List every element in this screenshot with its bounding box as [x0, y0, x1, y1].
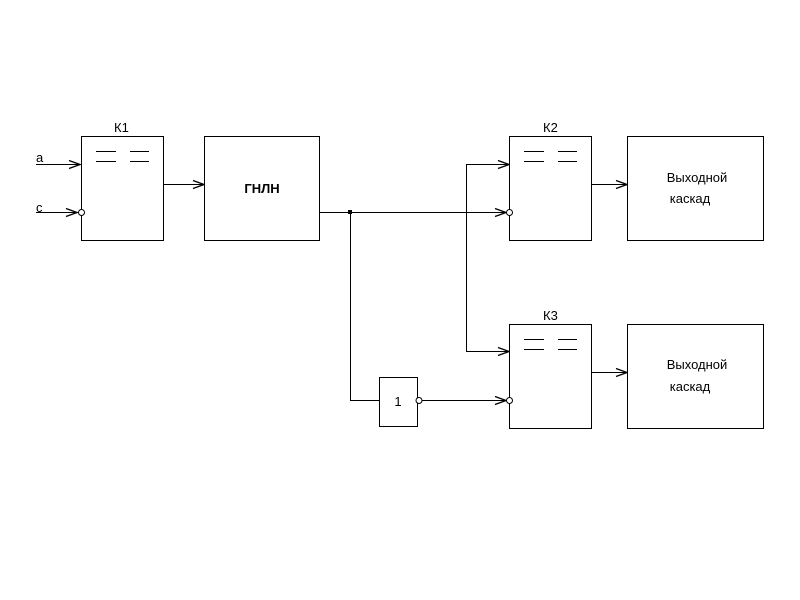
inverter-block: 1: [379, 377, 423, 427]
equal-sign-icon: [96, 151, 149, 162]
comparator-k2: К2: [506, 120, 592, 241]
equal-sign-icon: [524, 151, 577, 162]
comparator-k1-label: К1: [114, 120, 129, 135]
generator-block: ГНЛН: [204, 136, 320, 241]
output-stage-2-line2: каскад: [670, 379, 711, 394]
comparator-k3-box: [509, 324, 592, 429]
input-c: c: [36, 200, 77, 215]
output-stage-1-box: [627, 136, 764, 241]
inversion-bubble-icon: [506, 209, 513, 216]
comparator-k2-box: [509, 136, 592, 241]
comparator-k2-label: К2: [543, 120, 558, 135]
output-stage-1-line2: каскад: [670, 191, 711, 206]
inverter-label: 1: [394, 394, 401, 409]
output-stage-1: Выходной каскад: [627, 136, 764, 241]
output-stage-1-line1: Выходной: [667, 170, 728, 185]
generator-to-inverter-wire: [350, 212, 379, 401]
inversion-bubble-icon: [415, 397, 423, 404]
input-a: a: [36, 150, 80, 165]
generator-box: [204, 136, 320, 241]
output-stage-2-box: [627, 324, 764, 429]
comparator-k1-box: [81, 136, 164, 241]
generator-label: ГНЛН: [244, 181, 279, 196]
output-stage-2-line1: Выходной: [667, 357, 728, 372]
inversion-bubble-icon: [506, 397, 513, 404]
equal-sign-icon: [524, 339, 577, 350]
inversion-bubble-icon: [78, 209, 85, 216]
comparator-k3-label: К3: [543, 308, 558, 323]
reference-bus-wire: [466, 164, 509, 352]
input-a-label: a: [36, 150, 44, 165]
comparator-k3: К3: [506, 308, 592, 429]
input-c-label: c: [36, 200, 43, 215]
comparator-k1: К1: [78, 120, 164, 241]
output-stage-2: Выходной каскад: [627, 324, 764, 429]
